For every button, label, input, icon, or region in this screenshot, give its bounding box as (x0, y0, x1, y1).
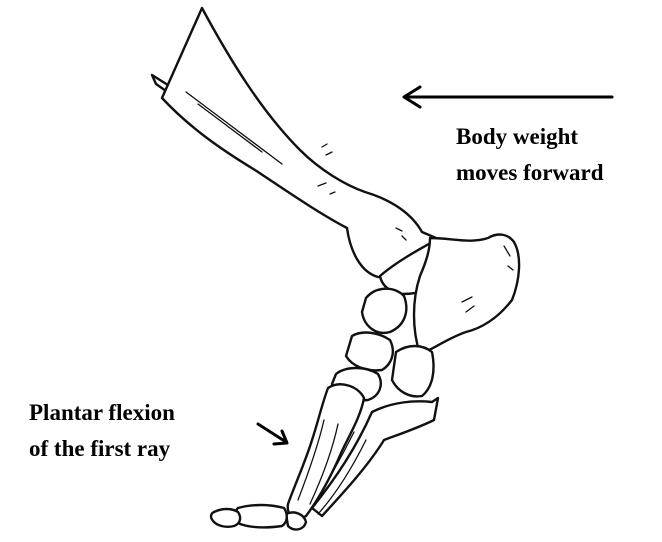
body-weight-label-line1: Body weight (456, 124, 578, 149)
plantar-flexion-label-line1: Plantar flexion (29, 400, 175, 425)
tibia (160, 6, 438, 279)
first-metatarsal-shaft-line (297, 419, 325, 501)
first-metatarsal-shaft-line (309, 423, 339, 505)
calcaneus-detail (461, 245, 514, 313)
navicular (360, 287, 408, 335)
plantar-flexion-arrow (256, 422, 289, 446)
body-weight-arrow (402, 85, 614, 109)
distal-phalanx (209, 507, 242, 528)
tibia-shaft-line (197, 103, 263, 153)
medial-cuneiform (344, 331, 394, 372)
cuboid (390, 344, 435, 398)
proximal-phalanx (234, 503, 288, 529)
sesamoid (284, 511, 308, 531)
midfoot-bones (330, 287, 435, 402)
toe-phalanges (209, 503, 288, 529)
metatarsal-shaft (317, 439, 367, 515)
calcaneus (412, 233, 521, 356)
tibia-shaft-line (185, 91, 283, 165)
body-weight-label-line2: moves forward (456, 160, 604, 185)
plantar-flexion-label-line2: of the first ray (29, 436, 171, 461)
hindfoot-bones (378, 233, 521, 356)
tibia-hatch (317, 143, 407, 241)
leg-bones (150, 6, 438, 279)
metatarsal-bones (284, 383, 440, 531)
first-metatarsal (286, 383, 366, 520)
lateral-metatarsal (310, 396, 440, 518)
